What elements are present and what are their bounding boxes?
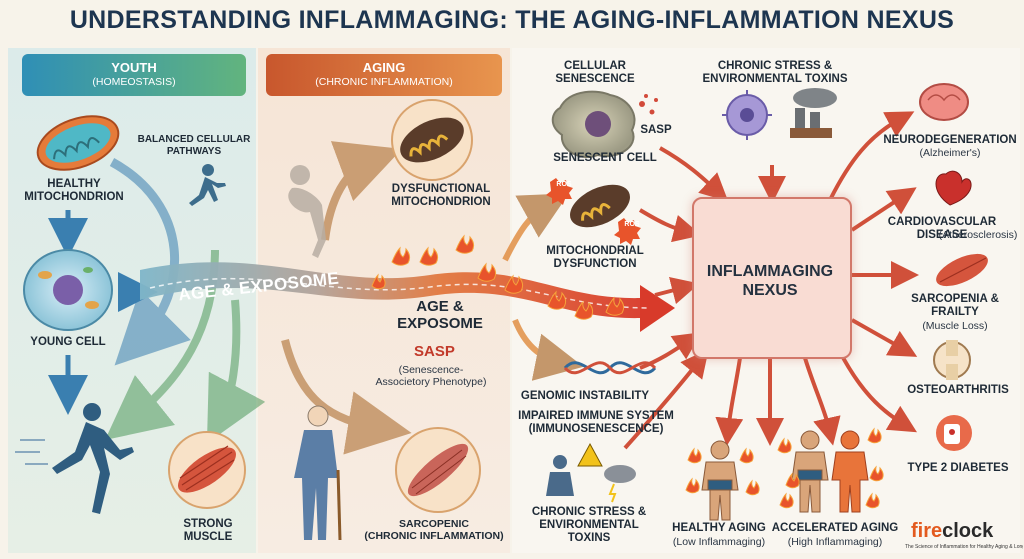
nexus-label: INFLAMMAGING NEXUS xyxy=(706,263,834,299)
brain-icon xyxy=(919,83,969,121)
sarcopenia-label: SARCOPENIA & FRAILTY xyxy=(911,293,999,318)
aging-heading: AGING xyxy=(362,60,406,75)
runner-icon xyxy=(15,403,134,514)
accelerated-body-icon xyxy=(791,430,829,513)
heart-icon xyxy=(935,170,972,206)
sarcopenia-sub: (Muscle Loss) xyxy=(922,320,988,332)
virus-icon xyxy=(722,90,772,140)
dna-icon xyxy=(563,361,657,375)
sarcopenic-muscle-icon xyxy=(395,427,481,513)
neurodegeneration-sub: (Alzheimer's) xyxy=(919,147,981,159)
brand-tagline: The Science of Inflammation for Healthy … xyxy=(905,544,1023,550)
cardiovascular-label: CARDIOVASCULAR DISEASE xyxy=(887,216,997,241)
runner-icon xyxy=(189,164,226,206)
strong-muscle-icon xyxy=(168,431,246,509)
type-2-diabetes-label: TYPE 2 DIABETES xyxy=(907,462,1009,474)
age-exposome-flow xyxy=(140,262,640,319)
sasp-small-label: SASP xyxy=(640,124,672,136)
accelerated-aging-label: ACCELERATED AGING xyxy=(771,522,899,534)
healthy-body-icon xyxy=(701,440,739,521)
aging-banner: AGING (CHRONIC INFLAMMATION) xyxy=(266,54,502,96)
page-title: UNDERSTANDING INFLAMMAGING: THE AGING-IN… xyxy=(69,6,955,34)
mitochondrial-dysfunction-icon xyxy=(546,178,641,245)
cardiovascular-sub: (Atherosclerosis) xyxy=(938,229,1018,241)
osteoarthritis-label: OSTEOARTHRITIS xyxy=(907,384,1009,396)
sasp-label: SASP xyxy=(414,343,455,360)
brand-name-b: clock xyxy=(942,520,994,542)
knee-joint-icon xyxy=(933,340,971,380)
dysfunctional-mitochondrion-icon xyxy=(391,99,473,181)
factory-icon xyxy=(790,88,837,138)
storm-cloud-icon xyxy=(604,465,636,503)
sarcopenic-label: SARCOPENIC (CHRONIC INFLAMMATION) xyxy=(364,518,504,542)
healthy-mitochondrion-label: HEALTHY MITOCHONDRION xyxy=(24,178,124,203)
healthy-mitochondrion-icon xyxy=(36,115,120,171)
inflamed-body-icon xyxy=(831,430,869,513)
mitochondrial-dysfunction-label: MITOCHONDRIAL DYSFUNCTION xyxy=(546,245,644,270)
inflammaging-nexus-box xyxy=(692,197,852,359)
warning-icon xyxy=(577,442,603,467)
elderly-person-icon xyxy=(288,165,326,258)
senescent-cell-icon xyxy=(551,90,658,158)
neurodegeneration-label: NEURODEGENERATION xyxy=(883,134,1017,146)
sasp-definition: (Senescence- Associetory Phenotype) xyxy=(375,364,487,388)
accelerated-aging-sub: (High Inflammaging) xyxy=(787,536,883,548)
young-cell-icon xyxy=(23,249,113,331)
elderly-person-icon xyxy=(294,405,342,541)
healthy-aging-sub: (Low Inflammaging) xyxy=(672,536,766,548)
youth-subheading: (HOMEOSTASIS) xyxy=(92,76,176,88)
ros-badge: ROS xyxy=(556,181,572,188)
stressed-person-icon xyxy=(546,455,574,496)
strong-muscle-label: STRONG MUSCLE xyxy=(183,518,233,543)
ros-badge: ROS xyxy=(624,221,640,228)
glucose-meter-icon xyxy=(936,415,972,451)
genomic-instability-label: GENOMIC INSTABILITY xyxy=(520,390,650,402)
cellular-senescence-label: CELLULAR SENESCENCE xyxy=(555,60,635,85)
brand-name-a: fire xyxy=(911,520,943,542)
chronic-stress-top-label: CHRONIC STRESS & ENVIRONMENTAL TOXINS xyxy=(702,60,848,85)
balanced-pathways-label: BALANCED CELLULAR PATHWAYS xyxy=(137,134,251,157)
chronic-stress-bottom-label: CHRONIC STRESS & ENVIRONMENTAL TOXINS xyxy=(531,506,647,544)
aging-subheading: (CHRONIC INFLAMMATION) xyxy=(315,76,453,88)
brand-logo: fireclock xyxy=(911,520,993,543)
senescent-cell-label: SENESCENT CELL xyxy=(553,152,657,164)
healthy-aging-label: HEALTHY AGING xyxy=(672,522,766,534)
young-cell-label: YOUNG CELL xyxy=(30,336,106,348)
impaired-immune-label: IMPAIRED IMMUNE SYSTEM (IMMUNOSENESCENCE… xyxy=(518,410,674,435)
youth-banner: YOUTH (HOMEOSTASIS) xyxy=(22,54,246,96)
dysfunctional-mitochondrion-label: DYSFUNCTIONAL MITOCHONDRION xyxy=(391,183,491,208)
muscle-icon xyxy=(936,253,988,287)
youth-heading: YOUTH xyxy=(111,60,157,75)
age-exposome-label: AGE & EXPOSOME xyxy=(397,298,483,332)
